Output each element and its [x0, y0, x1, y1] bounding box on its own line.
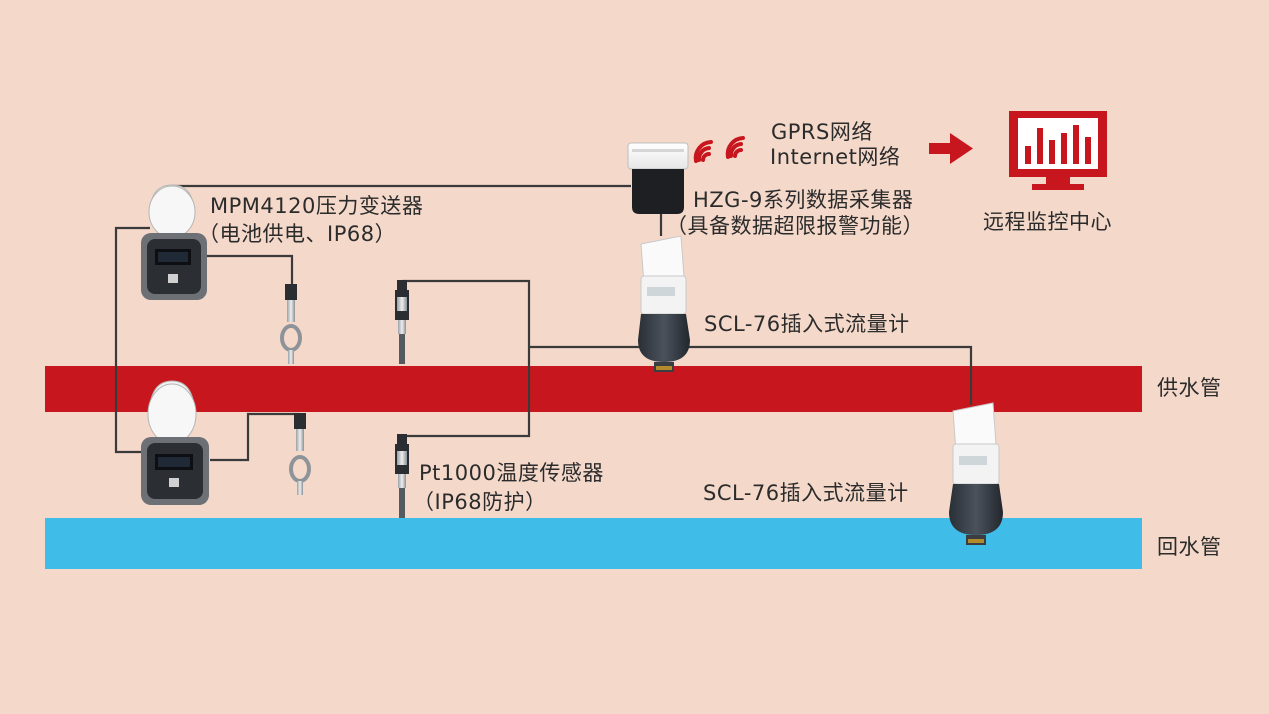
- wiring: [114, 184, 973, 462]
- temperature-sensor-upper: [395, 280, 409, 364]
- wire-meter-link: [688, 345, 973, 405]
- arrow-right-icon: [929, 133, 973, 164]
- collector-name-label: HZG-9系列数据采集器: [693, 188, 914, 212]
- flowmeter-return-label: SCL-76插入式流量计: [703, 481, 909, 505]
- monitor-center-label: 远程监控中心: [983, 210, 1112, 234]
- monitor-icon: [1009, 111, 1107, 190]
- pressure-transmitter-upper: [141, 184, 207, 300]
- pressure-transmitter-note-label: （电池供电、IP68）: [198, 222, 397, 246]
- temperature-sensor-note-label: （IP68防护）: [413, 490, 547, 514]
- gprs-network-label: GPRS网络: [771, 120, 873, 144]
- wireless-signal-icon: [693, 136, 745, 163]
- pressure-transmitter-name-label: MPM4120压力变送器: [210, 194, 424, 218]
- pressure-probe-upper: [280, 284, 302, 364]
- wire-lower-probe: [210, 412, 300, 462]
- return-pipe-label: 回水管: [1157, 535, 1222, 559]
- flowmeter-supply-label: SCL-76插入式流量计: [704, 312, 910, 336]
- pressure-probe-lower: [289, 413, 311, 495]
- wire-upper-probe: [205, 254, 294, 285]
- supply-pipe-label: 供水管: [1157, 376, 1222, 400]
- pressure-transmitter-lower: [141, 380, 209, 505]
- wire-temp-lower: [402, 347, 531, 438]
- flowmeter-supply-device: [638, 235, 690, 372]
- temperature-sensor-name-label: Pt1000温度传感器: [419, 461, 604, 485]
- wire-left-link: [114, 226, 150, 454]
- collector-note-label: （具备数据超限报警功能）: [666, 214, 924, 238]
- wire-temp-upper: [402, 279, 531, 347]
- temperature-sensor-lower: [395, 434, 409, 518]
- flowmeter-return-device: [949, 402, 1003, 545]
- supply-pipe: [45, 366, 1142, 412]
- internet-network-label: Internet网络: [770, 145, 901, 169]
- data-collector-device: [627, 142, 689, 214]
